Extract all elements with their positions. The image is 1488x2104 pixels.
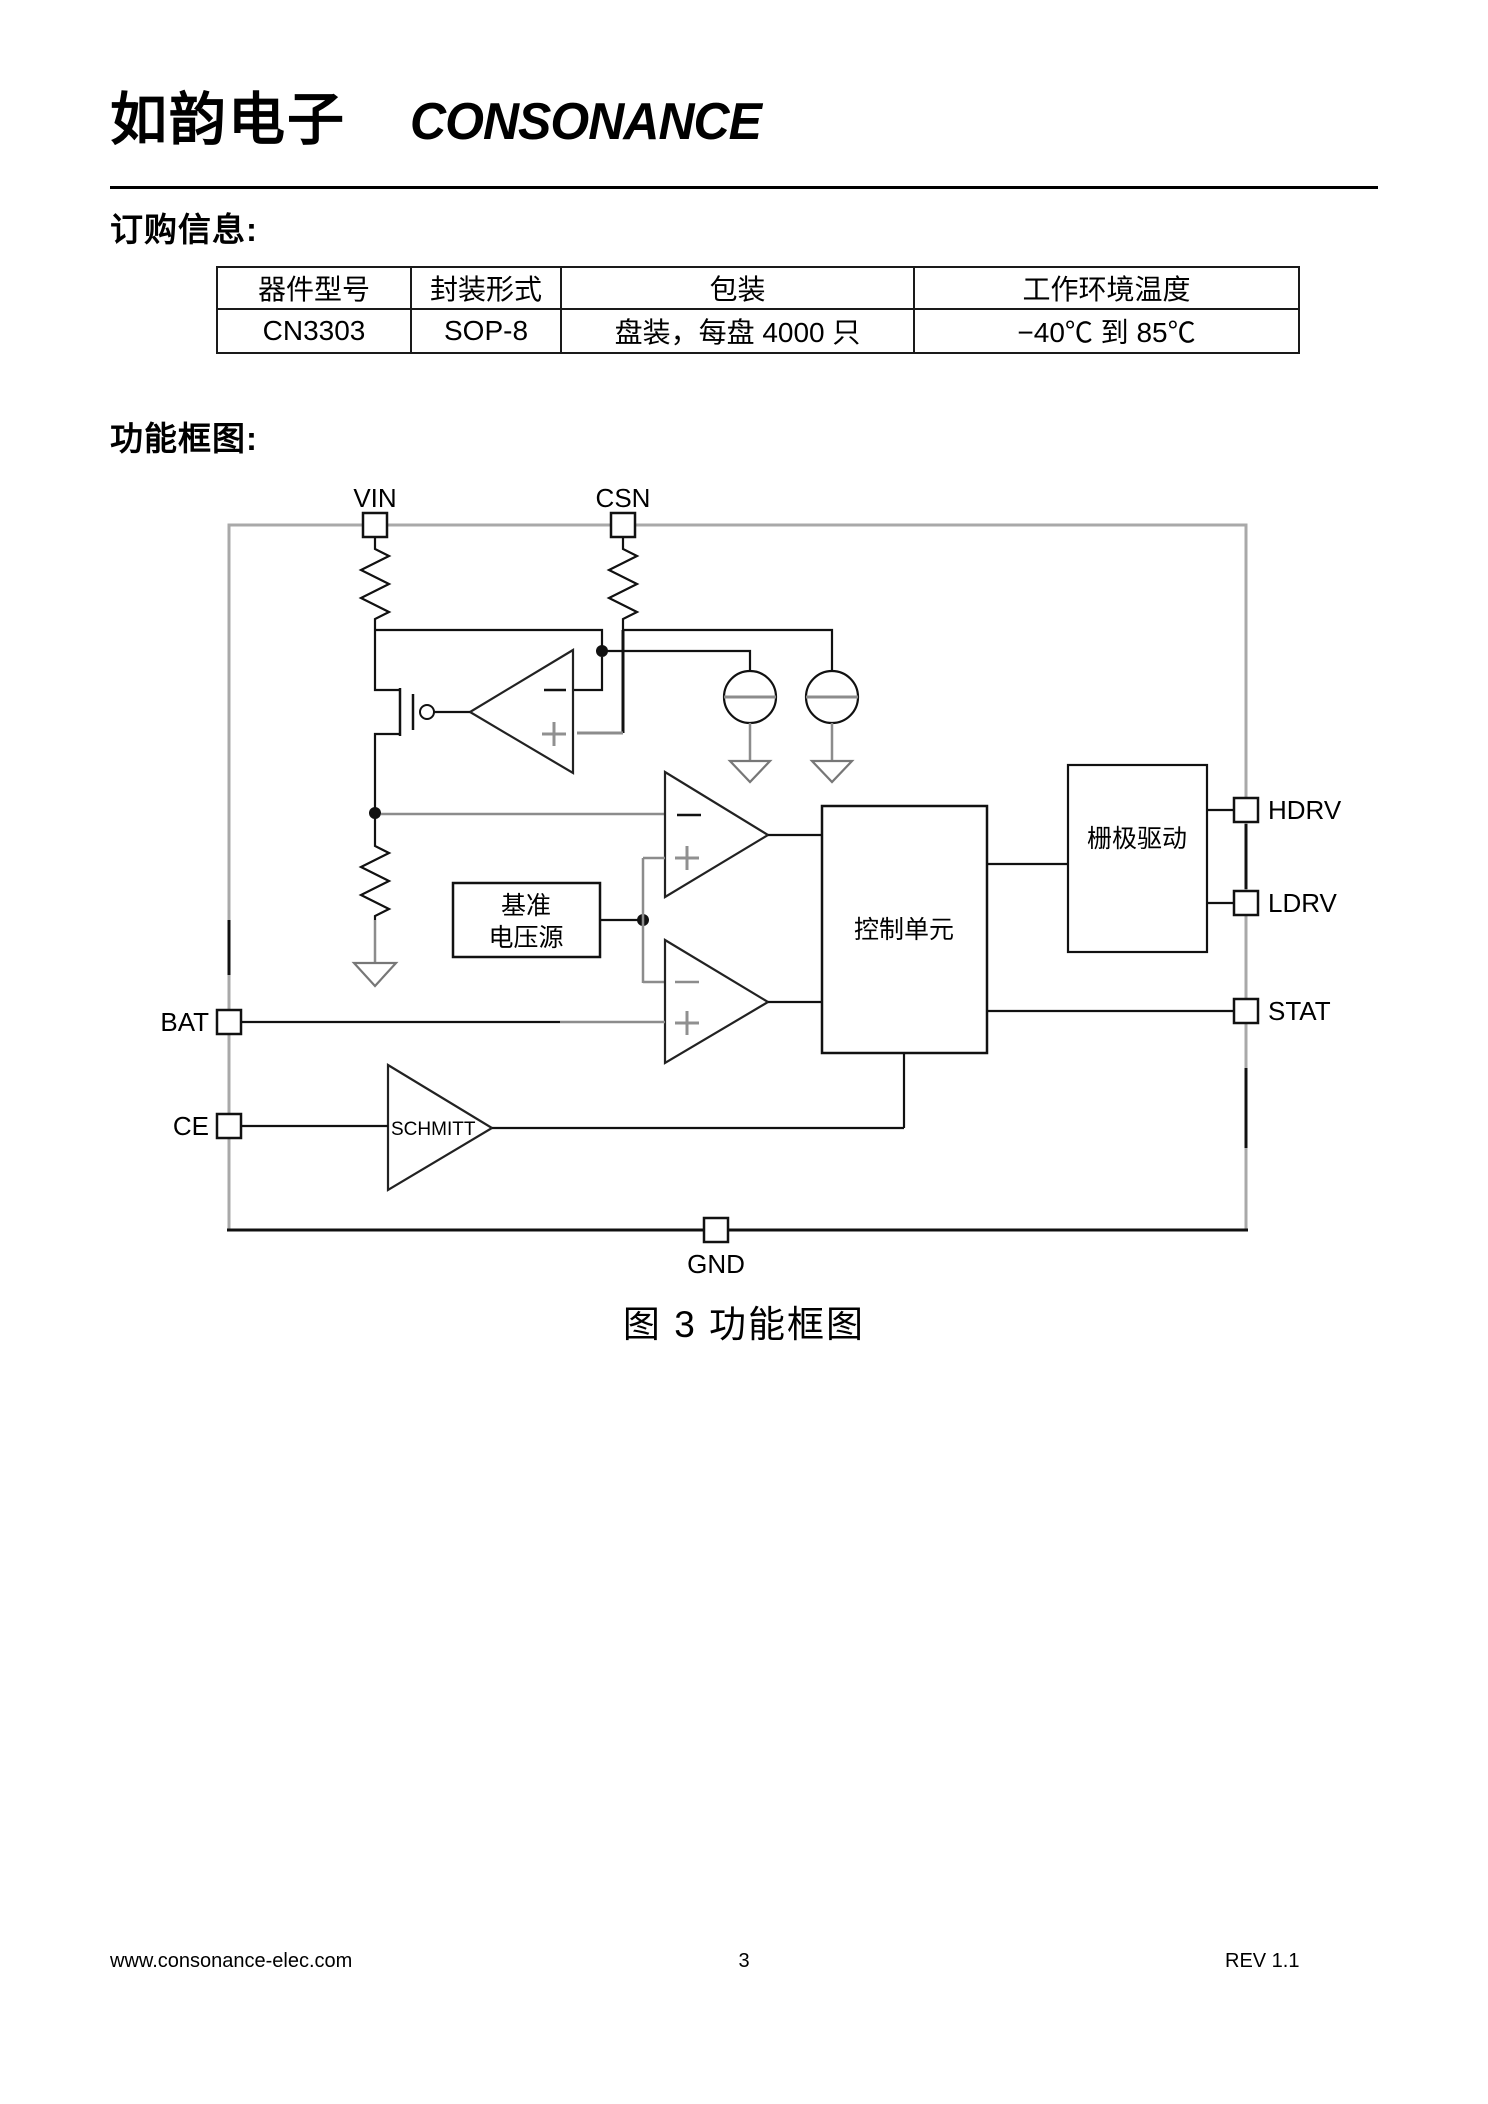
cell-package: SOP-8 bbox=[410, 308, 562, 354]
table-header-row: 器件型号 封装形式 包装 工作环境温度 bbox=[216, 266, 1300, 310]
col-header-temp-range: 工作环境温度 bbox=[913, 266, 1300, 310]
pin-stat-label: STAT bbox=[1268, 996, 1331, 1026]
ordering-table: 器件型号 封装形式 包装 工作环境温度 CN3303 SOP-8 盘装，每盘 4… bbox=[216, 266, 1300, 354]
control-unit-label: 控制单元 bbox=[854, 916, 954, 944]
resistor-bat-divider bbox=[358, 807, 392, 963]
cell-packing: 盘装，每盘 4000 只 bbox=[560, 308, 915, 354]
reference-label-line2: 电压源 bbox=[488, 924, 563, 952]
cell-part-number: CN3303 bbox=[216, 308, 412, 354]
pin-ce: CE bbox=[173, 1111, 243, 1141]
figure-caption: 图 3 功能框图 bbox=[622, 1304, 866, 1345]
pin-gnd: GND bbox=[687, 1216, 745, 1279]
ordering-heading: 订购信息: bbox=[110, 211, 258, 248]
col-header-part: 器件型号 bbox=[216, 266, 412, 310]
resistor-csn bbox=[606, 537, 640, 630]
pin-csn-label: CSN bbox=[596, 483, 651, 513]
col-header-package-form: 封装形式 bbox=[410, 266, 562, 310]
pin-gnd-label: GND bbox=[687, 1249, 745, 1279]
ground-arrow-divider bbox=[351, 961, 399, 988]
cell-temp-range: −40℃ 到 85℃ bbox=[913, 308, 1300, 354]
gate-drive-label: 栅极驱动 bbox=[1087, 825, 1187, 853]
company-logo: 如韵电子 CONSONANCE bbox=[110, 74, 776, 156]
pin-bat-label: BAT bbox=[160, 1007, 209, 1037]
pin-ce-label: CE bbox=[173, 1111, 209, 1141]
logo-english: CONSONANCE bbox=[410, 93, 762, 151]
table-row: CN3303 SOP-8 盘装，每盘 4000 只 −40℃ 到 85℃ bbox=[216, 308, 1300, 354]
pin-bat: BAT bbox=[160, 1007, 243, 1037]
col-header-packing: 包装 bbox=[560, 266, 915, 310]
pin-ldrv-label: LDRV bbox=[1268, 888, 1338, 918]
schmitt-label: SCHMITT bbox=[391, 1119, 476, 1140]
pin-stat: STAT bbox=[1232, 996, 1331, 1026]
diagram-heading: 功能框图: bbox=[110, 420, 258, 457]
pin-ldrv: LDRV bbox=[1232, 888, 1338, 918]
error-amp bbox=[467, 648, 575, 775]
header-rule bbox=[110, 186, 1378, 189]
pin-hdrv: HDRV bbox=[1232, 795, 1342, 825]
reference-block: 基准 电压源 bbox=[451, 856, 665, 984]
wire-csn-node bbox=[577, 628, 834, 735]
ic-border bbox=[227, 523, 1248, 1232]
current-source-1 bbox=[722, 669, 778, 784]
footer-page-number: 3 bbox=[738, 1950, 750, 1972]
pin-hdrv-label: HDRV bbox=[1268, 795, 1342, 825]
comparator-1 bbox=[663, 770, 822, 899]
reference-label-line1: 基准 bbox=[501, 892, 551, 920]
logo-chinese: 如韵电子 bbox=[110, 88, 346, 152]
footer-website: www.consonance-elec.com bbox=[110, 1950, 353, 1972]
wire-vin-node bbox=[375, 628, 752, 692]
comparator-2 bbox=[663, 938, 822, 1065]
footer-revision: REV 1.1 bbox=[1225, 1950, 1300, 1972]
pin-vin: VIN bbox=[353, 483, 397, 539]
resistor-vin bbox=[358, 537, 392, 630]
schmitt-trigger: SCHMITT bbox=[386, 1063, 904, 1192]
mosfet-pmos bbox=[373, 630, 470, 813]
control-unit-block: 控制单元 bbox=[820, 804, 1234, 1128]
block-diagram-svg: 基准 电压源 控制单元 栅极驱动 bbox=[160, 483, 1342, 1279]
pin-csn: CSN bbox=[596, 483, 651, 539]
current-source-2 bbox=[804, 669, 860, 784]
pin-vin-label: VIN bbox=[353, 483, 396, 513]
gate-drive-block: 栅极驱动 bbox=[1066, 763, 1234, 954]
